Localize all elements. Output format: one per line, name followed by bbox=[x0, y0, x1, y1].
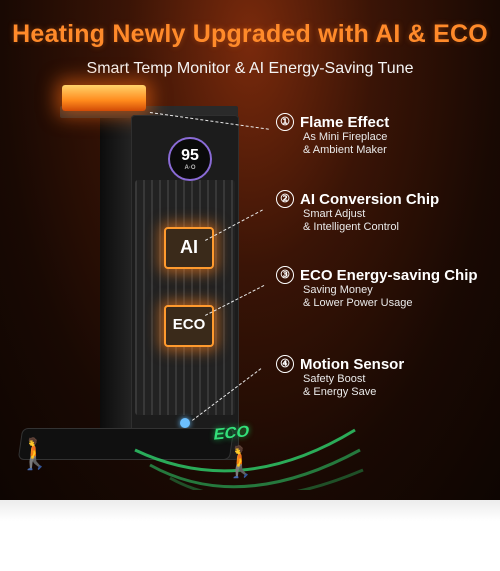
feature-motion-sensor: ④ Motion Sensor Safety Boost & Energy Sav… bbox=[276, 355, 500, 399]
display-mode: A·O bbox=[184, 165, 196, 171]
eco-chip: ECO bbox=[164, 305, 214, 347]
feature-number: ③ bbox=[276, 266, 294, 284]
feature-title: Motion Sensor bbox=[300, 356, 405, 373]
feature-desc-line2: & Intelligent Control bbox=[303, 221, 399, 233]
flame-icon bbox=[62, 85, 146, 111]
sensor-wave-icon bbox=[134, 428, 364, 490]
feature-desc-line1: Saving Money bbox=[303, 284, 373, 296]
motion-sensor-icon bbox=[180, 418, 190, 428]
feature-desc-line1: As Mini Fireplace bbox=[303, 131, 388, 143]
ai-chip: AI bbox=[164, 227, 214, 269]
feature-flame-effect: ① Flame Effect As Mini Fireplace & Ambien… bbox=[276, 113, 500, 157]
feature-ai-chip: ② AI Conversion Chip Smart Adjust & Intel… bbox=[276, 190, 500, 234]
banner-title: Heating Newly Upgraded with AI & ECO bbox=[12, 20, 488, 48]
feature-desc-line1: Safety Boost bbox=[303, 373, 366, 385]
feature-eco-chip: ③ ECO Energy-saving Chip Saving Money & L… bbox=[276, 266, 500, 310]
temperature-display: 95 A·O bbox=[168, 137, 212, 181]
person-icon: 🚶 bbox=[16, 438, 54, 471]
feature-desc-line2: & Lower Power Usage bbox=[303, 297, 413, 309]
feature-number: ① bbox=[276, 113, 294, 131]
product-banner: Heating Newly Upgraded with AI & ECO Sma… bbox=[0, 0, 500, 500]
banner-subtitle: Smart Temp Monitor & AI Energy-Saving Tu… bbox=[86, 60, 414, 77]
heater-side-panel bbox=[100, 115, 134, 450]
feature-desc-line2: & Energy Save bbox=[303, 386, 377, 398]
feature-number: ④ bbox=[276, 355, 294, 373]
feature-title: Flame Effect bbox=[300, 114, 390, 131]
feature-number: ② bbox=[276, 190, 294, 208]
feature-desc-line1: Smart Adjust bbox=[303, 208, 366, 220]
feature-desc-line2: & Ambient Maker bbox=[303, 144, 387, 156]
bottom-margin bbox=[0, 500, 500, 571]
person-icon: 🚶 bbox=[222, 446, 260, 479]
temperature-value: 95 bbox=[181, 147, 199, 164]
feature-title: AI Conversion Chip bbox=[300, 191, 440, 208]
feature-title: ECO Energy-saving Chip bbox=[300, 267, 478, 284]
circuit-board bbox=[135, 180, 235, 415]
